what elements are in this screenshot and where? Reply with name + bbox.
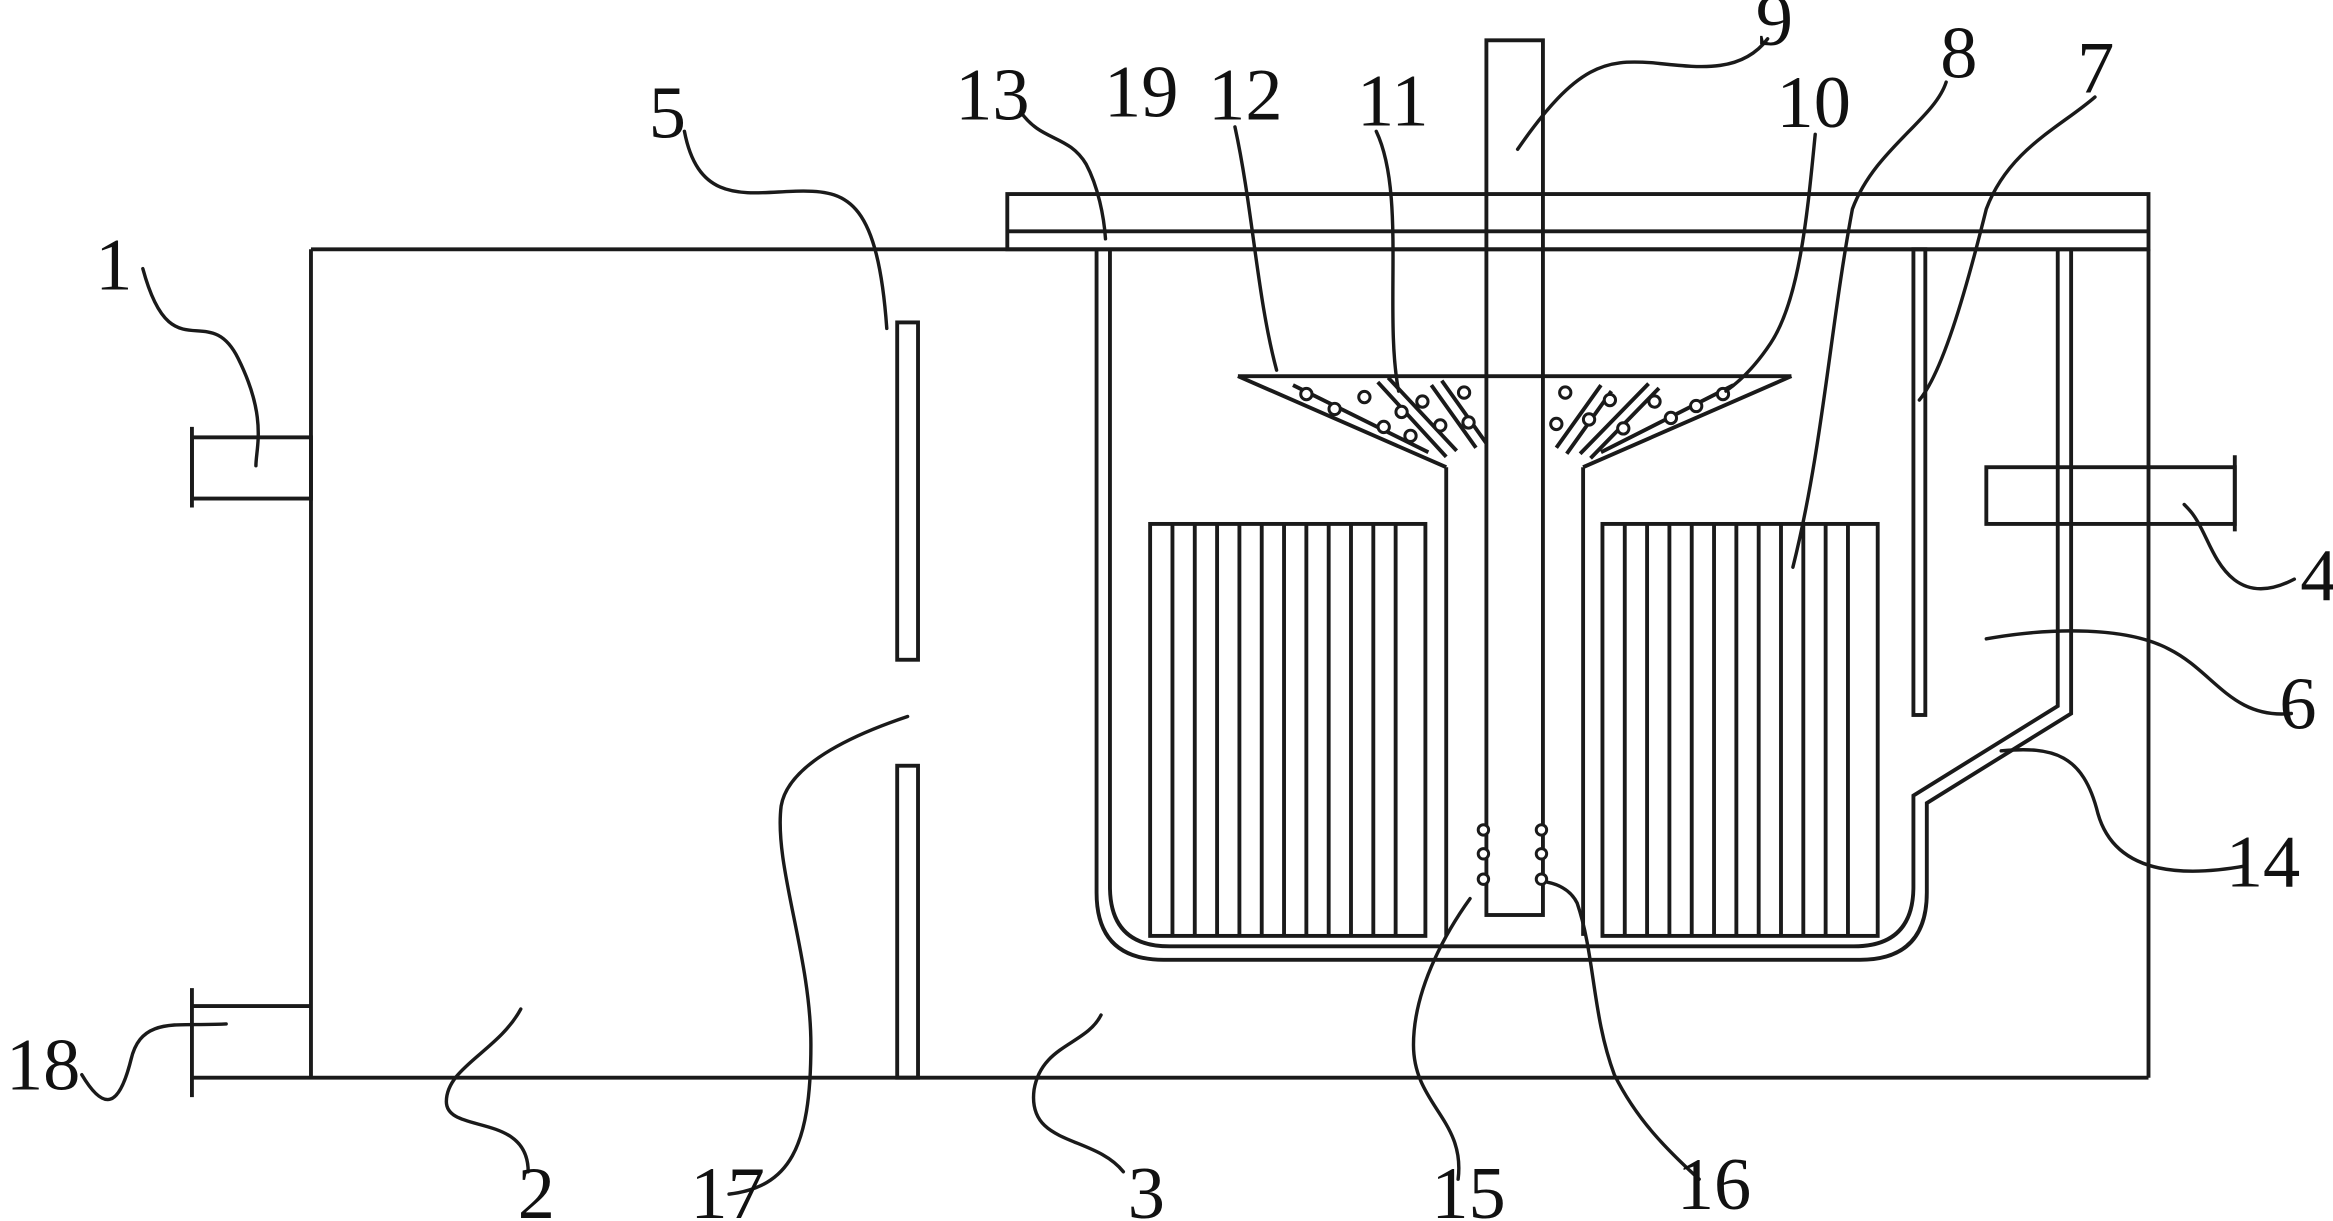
central-shaft xyxy=(1484,38,1545,917)
leader-15 xyxy=(1411,896,1472,1181)
outer-tank xyxy=(191,247,2151,1080)
label-4: 4 xyxy=(2300,535,2333,617)
leader-14 xyxy=(1999,748,2249,873)
label-15: 15 xyxy=(1431,1153,1505,1221)
filler-module-right xyxy=(1600,521,1880,938)
label-12: 12 xyxy=(1208,54,1282,136)
leader-5 xyxy=(682,129,889,331)
label-1: 1 xyxy=(95,224,132,306)
label-5: 5 xyxy=(649,72,686,154)
draft-tube xyxy=(1444,467,1586,936)
leader-17 xyxy=(727,714,910,1196)
drain-pipe xyxy=(190,988,311,1098)
leader-13 xyxy=(1018,110,1108,241)
label-2: 2 xyxy=(518,1153,555,1221)
outlet-pipe xyxy=(1984,455,2237,532)
label-9: 9 xyxy=(1756,0,1793,62)
funnel-diffuser xyxy=(1237,374,1793,469)
leader-1 xyxy=(141,266,260,468)
leader-6 xyxy=(1984,629,2294,716)
inlet-pipe xyxy=(190,426,313,508)
label-6: 6 xyxy=(2279,663,2316,745)
leader-8 xyxy=(1791,80,1948,569)
leader-11 xyxy=(1374,129,1401,393)
leader-9 xyxy=(1515,37,1770,151)
leader-12 xyxy=(1233,125,1279,372)
label-17: 17 xyxy=(690,1153,764,1221)
label-10: 10 xyxy=(1777,62,1851,144)
part-labels: 1 2 3 4 5 6 7 8 9 10 11 12 13 14 15 16 1… xyxy=(6,0,2333,1221)
label-18: 18 xyxy=(6,1025,80,1107)
leader-lines xyxy=(80,37,2297,1196)
label-19: 19 xyxy=(1104,51,1178,133)
aeration-holes xyxy=(1476,823,1549,886)
leader-7 xyxy=(1917,95,2097,402)
baffle-plate xyxy=(1911,247,1928,717)
bubbles xyxy=(1299,385,1731,444)
leader-4 xyxy=(2182,502,2297,591)
label-3: 3 xyxy=(1128,1153,1165,1221)
label-13: 13 xyxy=(955,54,1029,136)
leader-16 xyxy=(1545,880,1701,1181)
leader-18 xyxy=(80,1022,228,1102)
label-7: 7 xyxy=(2077,27,2114,109)
top-cover-plate xyxy=(1005,192,2151,252)
label-8: 8 xyxy=(1940,13,1977,95)
label-14: 14 xyxy=(2226,822,2300,904)
leader-2 xyxy=(444,1007,530,1174)
label-16: 16 xyxy=(1677,1144,1751,1221)
label-11: 11 xyxy=(1357,60,1429,142)
leader-3 xyxy=(1031,1013,1126,1174)
partition-wall xyxy=(895,320,920,1080)
leader-10 xyxy=(1724,132,1817,393)
inner-reactor-vessel xyxy=(1094,249,2074,962)
filler-module-left xyxy=(1148,521,1428,938)
